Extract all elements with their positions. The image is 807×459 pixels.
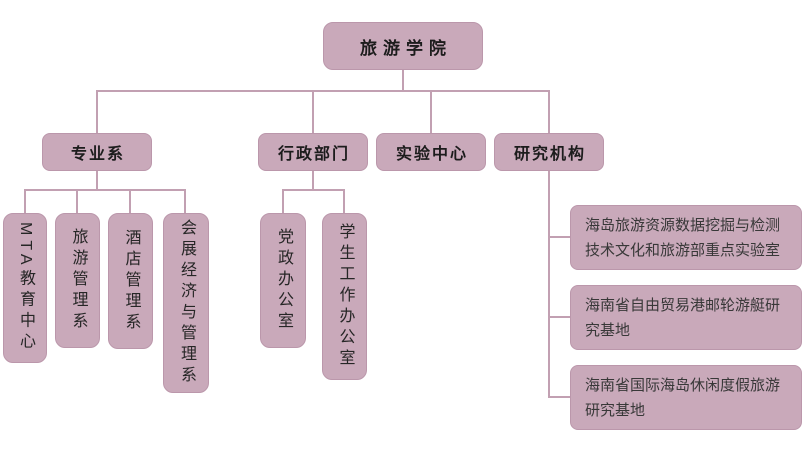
connector-line bbox=[282, 189, 345, 191]
connector-line bbox=[402, 70, 404, 91]
connector-line bbox=[76, 189, 78, 213]
connector-line bbox=[96, 90, 98, 133]
connector-line bbox=[548, 396, 570, 398]
node-professional-departments: 专业系 bbox=[42, 133, 152, 171]
node-island-leisure-tourism-research-base: 海南省国际海岛休闲度假旅游研究基地 bbox=[570, 365, 802, 430]
connector-line bbox=[312, 171, 314, 191]
node-mta-education-center: MTA教育中心 bbox=[3, 213, 47, 363]
connector-line bbox=[343, 189, 345, 213]
node-experiment-center: 实验中心 bbox=[376, 133, 486, 171]
node-college-root: 旅游学院 bbox=[323, 22, 483, 70]
node-party-government-office: 党政办公室 bbox=[260, 213, 306, 348]
connector-line bbox=[184, 189, 186, 213]
node-hotel-management-dept: 酒店管理系 bbox=[108, 213, 153, 349]
connector-line bbox=[548, 90, 550, 133]
node-student-affairs-office: 学生工作办公室 bbox=[322, 213, 367, 380]
node-island-tourism-data-key-lab: 海岛旅游资源数据挖掘与检测技术文化和旅游部重点实验室 bbox=[570, 205, 802, 270]
connector-line bbox=[548, 316, 570, 318]
connector-line bbox=[96, 90, 550, 92]
connector-line bbox=[129, 189, 131, 213]
node-research-institutions: 研究机构 bbox=[494, 133, 604, 171]
node-mice-economy-management-dept: 会展经济与管理系 bbox=[163, 213, 209, 393]
node-administrative-departments: 行政部门 bbox=[258, 133, 368, 171]
node-tourism-management-dept: 旅游管理系 bbox=[55, 213, 100, 348]
connector-line bbox=[430, 90, 432, 133]
connector-line bbox=[24, 189, 26, 213]
connector-line bbox=[548, 171, 550, 398]
connector-line bbox=[24, 189, 186, 191]
connector-line bbox=[282, 189, 284, 213]
connector-line bbox=[548, 236, 570, 238]
node-cruise-yacht-research-base: 海南省自由贸易港邮轮游艇研究基地 bbox=[570, 285, 802, 350]
connector-line bbox=[96, 171, 98, 191]
connector-line bbox=[312, 90, 314, 133]
